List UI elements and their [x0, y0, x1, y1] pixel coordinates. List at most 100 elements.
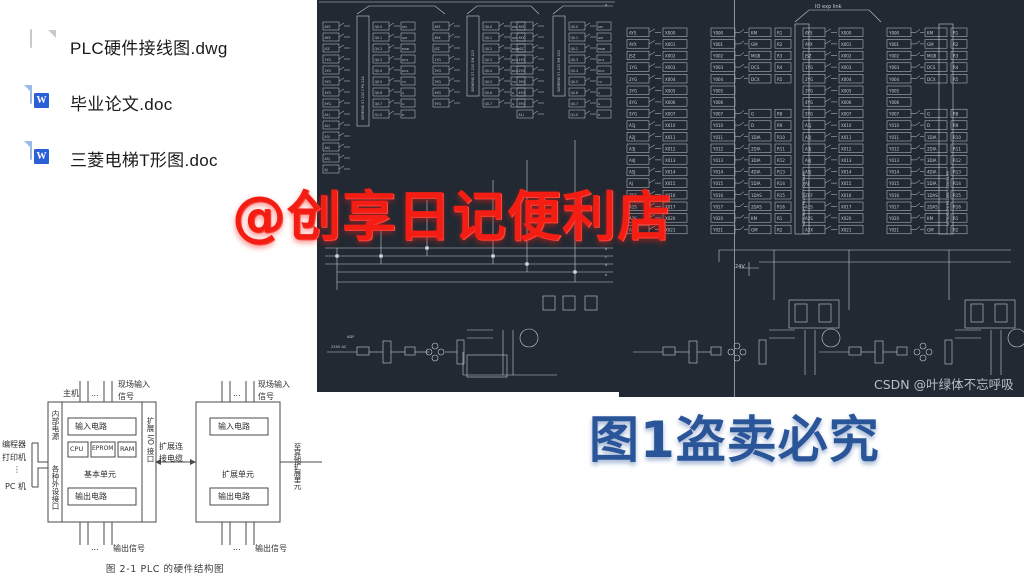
svg-text:DCS: DCS — [402, 58, 408, 62]
list-item[interactable]: PLC硬件接线图.dwg — [30, 18, 310, 74]
svg-text:4YG: 4YG — [325, 91, 332, 95]
svg-text:Y017: Y017 — [888, 204, 900, 209]
svg-text:A2S: A2S — [805, 216, 813, 221]
svg-text:R10: R10 — [953, 135, 961, 140]
plc-port-ellipsis: ⋮ — [13, 465, 21, 474]
svg-text:X016: X016 — [665, 193, 676, 198]
svg-text:2YG: 2YG — [805, 77, 813, 82]
svg-text:A: A — [512, 91, 515, 95]
svg-text:Y006: Y006 — [888, 100, 900, 105]
plc-chip-ram: RAM — [120, 445, 135, 453]
svg-text:3DIA: 3DIA — [751, 158, 761, 163]
svg-text:X003: X003 — [841, 65, 852, 70]
plc-host-label: 主机 — [63, 389, 79, 398]
svg-text:Q0.5: Q0.5 — [375, 80, 383, 84]
svg-text:A4J: A4J — [805, 158, 811, 163]
svg-text:MGB: MGB — [598, 47, 605, 51]
svg-text:Q0.4: Q0.4 — [485, 69, 493, 73]
svg-text:A1J: A1J — [325, 113, 330, 117]
svg-text:3DIA: 3DIA — [927, 158, 937, 163]
svg-text:D: D — [927, 123, 930, 128]
svg-text:2YG: 2YG — [435, 69, 442, 73]
plc-chip-cpu: CPU — [70, 445, 84, 453]
svg-text:X014: X014 — [665, 170, 676, 175]
svg-text:SIEMENS S7-200 EM 223: SIEMENS S7-200 EM 223 — [557, 50, 561, 92]
svg-text:Y004: Y004 — [888, 77, 900, 82]
plc-field-input-exp-line2: 信号 — [258, 392, 274, 401]
plc-input-circuit: 输入电路 — [75, 422, 107, 431]
svg-text:X017: X017 — [665, 204, 676, 209]
svg-text:R12: R12 — [953, 158, 961, 163]
svg-text:R1: R1 — [953, 216, 959, 221]
svg-text:Y001: Y001 — [712, 42, 724, 47]
svg-text:X021: X021 — [841, 228, 852, 233]
svg-text:5YG: 5YG — [805, 112, 813, 117]
watermark-csdn: CSDN @叶绿体不忘呼吸 — [874, 377, 1014, 392]
svg-text:A1J: A1J — [805, 123, 811, 128]
svg-text:GM: GM — [751, 228, 758, 233]
svg-text:AYX: AYX — [805, 42, 813, 47]
svg-text:1YG: 1YG — [325, 58, 332, 62]
svg-text:Y005: Y005 — [888, 88, 900, 93]
svg-text:d: d — [605, 263, 607, 267]
svg-text:2YG: 2YG — [629, 77, 637, 82]
svg-text:DCS: DCS — [751, 65, 760, 70]
svg-text:2DIA: 2DIA — [751, 146, 761, 151]
svg-text:AYS: AYS — [325, 25, 331, 29]
svg-text:MITSUBISHI MELSEC FX2n-64MR: MITSUBISHI MELSEC FX2n-64MR — [802, 171, 806, 226]
list-item[interactable]: W 三菱电梯T形图.doc — [30, 130, 310, 186]
svg-text:Y020: Y020 — [888, 216, 900, 221]
svg-text:Q0.4: Q0.4 — [571, 69, 579, 73]
svg-text:GM: GM — [751, 42, 758, 47]
svg-text:X010: X010 — [665, 123, 676, 128]
file-list: PLC硬件接线图.dwg W 毕业论文.doc W 三菱电梯T形图.doc — [30, 18, 310, 186]
svg-text:5YG: 5YG — [629, 112, 637, 117]
svg-text:X000: X000 — [841, 30, 852, 35]
svg-text:G: G — [751, 112, 754, 117]
svg-text:220V AC: 220V AC — [331, 345, 347, 349]
svg-text:R1: R1 — [953, 30, 959, 35]
svg-text:R9: R9 — [777, 123, 783, 128]
svg-text:Y014: Y014 — [888, 170, 900, 175]
svg-text:Y001: Y001 — [888, 42, 900, 47]
svg-text:b: b — [605, 247, 608, 251]
svg-text:R15: R15 — [953, 193, 961, 198]
svg-text:KM: KM — [751, 30, 758, 35]
svg-text:X012: X012 — [841, 146, 852, 151]
svg-text:Y012: Y012 — [712, 146, 724, 151]
svg-text:Q0.2: Q0.2 — [375, 47, 383, 51]
svg-text:Q1.0: Q1.0 — [375, 113, 383, 117]
plc-expansion-unit: 扩展单元 — [222, 470, 254, 479]
svg-text:KM: KM — [402, 25, 407, 29]
svg-text:Q0.7: Q0.7 — [571, 102, 579, 106]
svg-text:1YG: 1YG — [519, 58, 526, 62]
svg-text:1YG: 1YG — [629, 65, 637, 70]
svg-text:R8: R8 — [777, 112, 783, 117]
svg-text:3YG: 3YG — [325, 80, 332, 84]
plc-expansion-io-label: 扩展 I/O 接口 — [146, 417, 155, 463]
svg-text:X013: X013 — [841, 158, 852, 163]
svg-text:5YG: 5YG — [519, 102, 526, 106]
svg-text:X020: X020 — [665, 216, 676, 221]
svg-text:Y002: Y002 — [888, 54, 900, 59]
svg-text:5YG: 5YG — [325, 102, 332, 106]
svg-text:A3J: A3J — [629, 146, 635, 151]
svg-text:4YG: 4YG — [629, 100, 637, 105]
svg-text:2DAS: 2DAS — [927, 204, 938, 209]
svg-text:A5J: A5J — [325, 157, 330, 161]
svg-text:Y015: Y015 — [888, 181, 900, 186]
plc-basic-unit: 基本单元 — [84, 470, 116, 479]
svg-text:Q0.2: Q0.2 — [571, 47, 579, 51]
svg-text:A1J: A1J — [629, 123, 635, 128]
list-item[interactable]: W 毕业论文.doc — [30, 74, 310, 130]
svg-text:R2: R2 — [953, 42, 959, 47]
svg-text:AYS: AYS — [435, 25, 441, 29]
svg-text:R16: R16 — [777, 204, 785, 209]
svg-text:R1: R1 — [777, 30, 783, 35]
svg-text:Y021: Y021 — [712, 228, 724, 233]
svg-text:Q0.6: Q0.6 — [571, 91, 579, 95]
svg-text:Y012: Y012 — [888, 146, 900, 151]
svg-text:1YG: 1YG — [435, 58, 442, 62]
